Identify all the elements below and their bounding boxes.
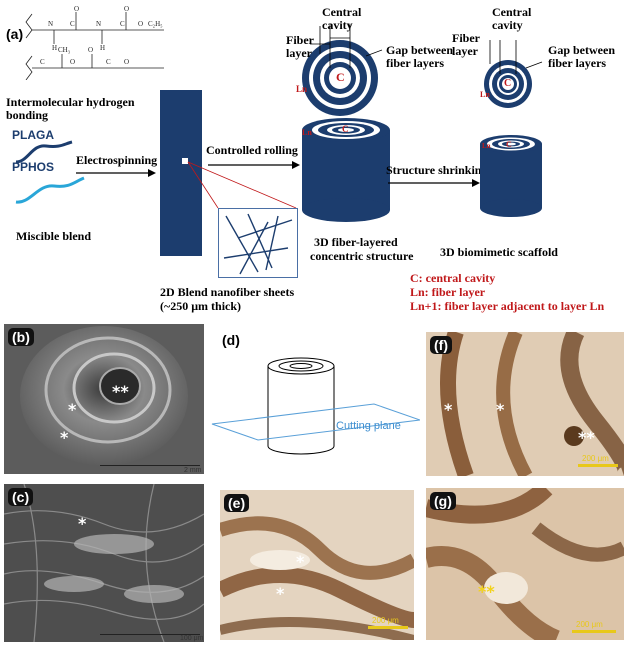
biomimetic-label: 3D biomimetic scaffold — [440, 245, 558, 259]
miscible-label: Miscible blend — [16, 229, 92, 243]
marker-c-single: * — [78, 514, 87, 533]
svg-text:C: C — [106, 58, 111, 66]
svg-text:C: C — [70, 20, 75, 28]
marker-b-double: ** — [112, 382, 129, 401]
panel-f-letter: (f) — [430, 336, 452, 354]
ln-label-2: Ln — [480, 90, 490, 99]
panel-b: (b) ** * * 2 mm — [4, 324, 204, 474]
panel-a-letter: (a) — [6, 26, 24, 42]
sheet-label-2: (~250 μm thick) — [160, 299, 242, 313]
marker-e-single-2: * — [276, 584, 285, 603]
fiber-layer-label-2: Fiber layer — [452, 31, 480, 58]
panel-b-letter: (b) — [8, 328, 34, 346]
sheet-label-1: 2D Blend nanofiber sheets — [160, 285, 295, 299]
svg-text:O: O — [74, 5, 79, 13]
central-cavity-label-1: Central cavity — [322, 5, 362, 32]
sheet-highlight-square — [182, 158, 188, 164]
panel-e-letter: (e) — [224, 494, 250, 512]
fiber-struct-label-1: 3D fiber-layered — [314, 235, 398, 249]
histology-g-image — [426, 488, 624, 640]
panel-e: (e) * * 200 μm — [220, 490, 414, 640]
sem-spiral-image — [4, 324, 204, 474]
svg-text:H: H — [100, 44, 105, 52]
hbond-label: Intermolecular hydrogen bonding — [6, 95, 135, 122]
c-letter-2: C — [504, 78, 512, 89]
plaga-label: PLAGA — [12, 128, 54, 142]
c-letter-cyl-2: C — [506, 140, 512, 149]
svg-text:N: N — [96, 20, 101, 28]
scale-f-text: 200 μm — [582, 454, 609, 463]
marker-f-single-2: * — [496, 400, 505, 419]
scale-g-text: 200 μm — [576, 620, 603, 629]
c-letter-cyl-1: C — [342, 124, 349, 134]
panel-f: (f) * * ** 200 μm — [426, 332, 624, 476]
cross-section-large — [302, 24, 383, 116]
ln-label-1: Ln — [296, 84, 308, 94]
histology-e-image — [220, 490, 414, 640]
c-letter-1: C — [336, 70, 345, 84]
ln-label-cyl-2: Ln — [482, 142, 491, 150]
svg-text:H: H — [52, 44, 57, 52]
legend-c: C: central cavity — [410, 271, 496, 285]
svg-text:O: O — [138, 20, 143, 28]
structure-shrinking-label: Structure shrinking — [386, 163, 488, 177]
sem-fibers-image — [4, 484, 204, 642]
fiber-layer-label-1: Fiber layer — [286, 33, 314, 60]
panel-d: (d) Cutting plane — [206, 324, 420, 474]
marker-b-single-2: * — [60, 428, 69, 447]
arrow-shrinking — [388, 179, 480, 187]
scalebar-f — [578, 464, 618, 467]
electrospinning-label: Electrospinning — [76, 153, 158, 167]
scale-b-text: 2 mm — [184, 467, 202, 474]
controlled-rolling-label: Controlled rolling — [206, 143, 298, 157]
svg-text:O: O — [124, 58, 129, 66]
panel-g: (g) ** 200 μm — [426, 488, 624, 640]
marker-g-double: ** — [478, 582, 495, 601]
legend-ln: Ln: fiber layer — [410, 285, 486, 299]
panel-d-letter: (d) — [222, 332, 240, 348]
scalebar-g — [572, 630, 616, 633]
plaga-fiber-icon — [15, 140, 73, 164]
marker-f-double: ** — [578, 428, 595, 447]
fiber-struct-label-2: concentric structure — [310, 249, 414, 263]
zoom-lines — [187, 161, 297, 209]
scale-c-text: 100 μm — [180, 635, 204, 642]
scalebar-b — [100, 465, 200, 466]
cutting-plane-diagram — [211, 357, 420, 455]
cutting-plane-label: Cutting plane — [336, 420, 401, 432]
cross-section-small — [484, 40, 543, 108]
scalebar-e — [368, 626, 408, 629]
marker-b-single-1: * — [68, 400, 77, 419]
svg-text:C₂H₅: C₂H₅ — [148, 20, 163, 28]
svg-text:O: O — [124, 5, 129, 13]
gap-label-2: Gap between fiber layers — [548, 43, 615, 70]
svg-text:C: C — [120, 20, 125, 28]
ln-label-cyl-1: Ln — [302, 128, 312, 137]
histology-f-image — [426, 332, 624, 476]
pphos-fiber-icon — [15, 176, 85, 204]
cylinder-large — [302, 118, 390, 222]
svg-text:N: N — [48, 20, 53, 28]
legend-ln1: Ln+1: fiber layer adjacent to layer Ln — [410, 299, 605, 313]
nanofiber-inset — [218, 208, 298, 278]
gap-label-1: Gap between fiber layers — [386, 43, 453, 70]
svg-text:O: O — [70, 58, 75, 66]
arrow-electrospinning — [76, 169, 156, 177]
panel-g-letter: (g) — [430, 492, 456, 510]
arrow-rolling — [208, 161, 300, 169]
svg-text:CH₃: CH₃ — [58, 46, 71, 54]
scalebar-c — [100, 634, 200, 635]
marker-e-single-1: * — [296, 552, 305, 571]
svg-text:C: C — [40, 58, 45, 66]
marker-f-single-1: * — [444, 400, 453, 419]
cylinder-small — [480, 135, 542, 217]
scale-e-text: 200 μm — [372, 616, 399, 625]
central-cavity-label-2: Central cavity — [492, 5, 532, 32]
panel-c-letter: (c) — [8, 488, 34, 506]
pphos-label: PPHOS — [12, 160, 55, 174]
svg-text:O: O — [88, 46, 93, 54]
panel-c: (c) * 100 μm — [4, 484, 204, 642]
